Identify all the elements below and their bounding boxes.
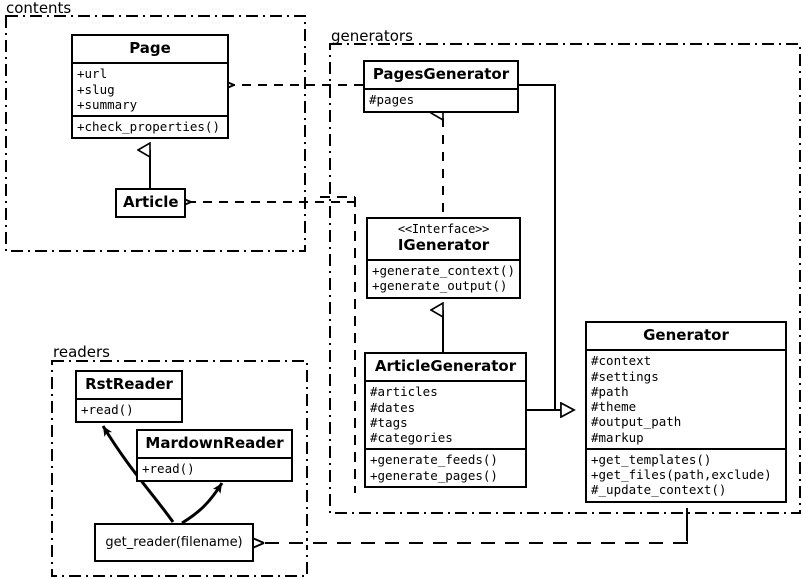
class-name-page: Page	[73, 36, 227, 65]
class-name-articlegenerator: ArticleGenerator	[366, 354, 525, 383]
class-name-rstreader: RstReader	[77, 372, 181, 401]
attribute: #theme	[591, 399, 637, 414]
method: +get_templates()	[591, 451, 712, 467]
class-name-mardownreader: MardownReader	[138, 431, 291, 460]
method: +get_files(path,exclude)	[591, 467, 772, 482]
class-box-articlegenerator[interactable]: ArticleGenerator #articles #dates #tags …	[364, 352, 527, 488]
class-attributes-articlegenerator: #articles #dates #tags #categories	[366, 382, 525, 448]
class-methods-igenerator: +generate_context() +generate_output()	[368, 261, 519, 297]
method: +read()	[81, 402, 134, 418]
attribute: +summary	[77, 96, 138, 112]
function-box-get-reader[interactable]: get_reader(filename)	[94, 523, 254, 562]
class-attributes-generator: #context #settings #path #theme #output_…	[587, 351, 785, 448]
method: +generate_context()	[372, 263, 515, 279]
class-box-page[interactable]: Page +url +slug +summary +check_properti…	[71, 34, 229, 140]
attribute: #path	[591, 383, 629, 399]
class-box-article[interactable]: Article	[115, 188, 186, 219]
class-box-mardownreader[interactable]: MardownReader +read()	[136, 429, 293, 482]
dependency-generator-getreader	[264, 508, 688, 544]
package-label-readers: readers	[53, 343, 110, 361]
attribute: #settings	[591, 368, 659, 384]
attribute: #markup	[591, 429, 644, 445]
method: +read()	[142, 461, 195, 477]
class-methods-generator: +get_templates() +get_files(path,exclude…	[587, 447, 785, 501]
class-name-igenerator: <<Interface>> IGenerator	[368, 219, 519, 262]
function-label-get-reader: get_reader(filename)	[105, 535, 243, 550]
class-methods-page: +check_properties()	[73, 115, 227, 137]
class-name-igenerator-text: IGenerator	[397, 235, 490, 254]
method: +check_properties()	[77, 119, 220, 134]
class-methods-rstreader: +read()	[77, 400, 181, 420]
method: +generate_pages()	[370, 467, 498, 483]
method: #_update_context()	[591, 482, 727, 498]
attribute: #context	[591, 353, 652, 369]
method: +generate_output()	[372, 278, 508, 294]
class-attributes-pagesgenerator: #pages	[365, 90, 517, 110]
attribute: #dates	[370, 399, 416, 415]
attribute: #tags	[370, 414, 408, 430]
class-box-pagesgenerator[interactable]: PagesGenerator #pages	[363, 60, 519, 113]
attribute: #articles	[370, 384, 438, 400]
class-box-generator[interactable]: Generator #context #settings #path #them…	[585, 321, 787, 503]
package-label-contents: contents	[6, 0, 72, 17]
class-name-generator: Generator	[587, 323, 785, 352]
package-label-generators: generators	[331, 27, 413, 45]
class-box-igenerator[interactable]: <<Interface>> IGenerator +generate_conte…	[366, 217, 521, 299]
class-methods-articlegenerator: +generate_feeds() +generate_pages()	[366, 448, 525, 486]
class-stereotype-igenerator: <<Interface>>	[397, 222, 490, 236]
attribute: #categories	[370, 430, 453, 445]
class-methods-mardownreader: +read()	[138, 459, 291, 479]
attribute: #output_path	[591, 414, 682, 430]
attribute: #pages	[369, 92, 415, 108]
class-name-pagesgenerator: PagesGenerator	[365, 62, 517, 91]
attribute: +url	[77, 66, 108, 82]
uses-getreader-mardownreader	[181, 482, 224, 525]
method: +generate_feeds()	[370, 452, 498, 468]
class-attributes-page: +url +slug +summary	[73, 64, 227, 115]
attribute: +slug	[77, 81, 115, 97]
class-name-article: Article	[123, 193, 179, 211]
generalization-pagesgenerator-generator	[519, 84, 574, 410]
class-box-rstreader[interactable]: RstReader +read()	[75, 370, 183, 423]
